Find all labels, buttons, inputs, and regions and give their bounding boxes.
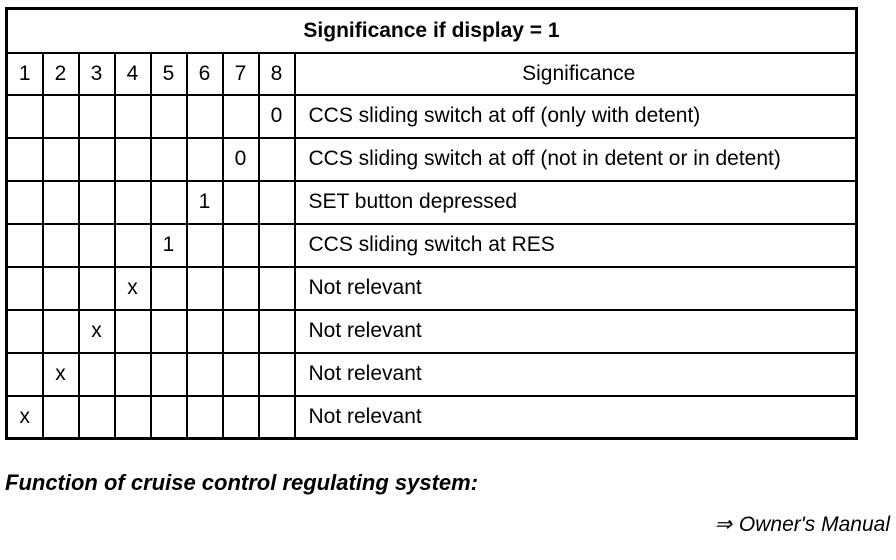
bit-cell: x xyxy=(77,308,116,354)
bit-cell xyxy=(41,265,80,311)
bit-cell xyxy=(5,351,44,397)
significance-cell: CCS sliding switch at off (not in detent… xyxy=(293,136,858,182)
bit-cell xyxy=(257,265,296,311)
table-row: x Not relevant xyxy=(5,265,858,311)
bit-cell xyxy=(77,179,116,225)
bit-cell xyxy=(113,136,152,182)
bit-header-2: 2 xyxy=(41,51,80,96)
bit-cell: 1 xyxy=(185,179,224,225)
bit-cell xyxy=(41,222,80,268)
bit-cell: x xyxy=(5,394,44,440)
bit-cell xyxy=(77,351,116,397)
bit-cell: 0 xyxy=(221,136,260,182)
bit-cell xyxy=(5,265,44,311)
significance-cell: Not relevant xyxy=(293,394,858,440)
bit-cell xyxy=(257,179,296,225)
table-title: Significance if display = 1 xyxy=(5,7,858,54)
bit-cell xyxy=(113,179,152,225)
double-arrow-icon: ⇒ xyxy=(714,513,732,536)
bit-cell xyxy=(149,265,188,311)
bit-cell xyxy=(41,394,80,440)
bit-cell xyxy=(257,222,296,268)
bit-header-4: 4 xyxy=(113,51,152,96)
bit-cell: 1 xyxy=(149,222,188,268)
significance-header: Significance xyxy=(293,51,858,96)
bit-cell: x xyxy=(113,265,152,311)
bit-cell xyxy=(77,93,116,139)
significance-cell: SET button depressed xyxy=(293,179,858,225)
bit-cell xyxy=(149,308,188,354)
bit-cell xyxy=(77,136,116,182)
bit-cell xyxy=(77,394,116,440)
bit-cell xyxy=(185,265,224,311)
bit-cell xyxy=(185,308,224,354)
bit-cell xyxy=(221,308,260,354)
bit-header-1: 1 xyxy=(5,51,44,96)
bit-cell xyxy=(5,222,44,268)
bit-cell xyxy=(149,394,188,440)
bit-cell xyxy=(185,93,224,139)
significance-cell: Not relevant xyxy=(293,265,858,311)
table-title-row: Significance if display = 1 xyxy=(5,7,858,54)
bit-cell xyxy=(77,222,116,268)
significance-cell: CCS sliding switch at RES xyxy=(293,222,858,268)
bit-cell xyxy=(77,265,116,311)
table-row: 0 CCS sliding switch at off (only with d… xyxy=(5,93,858,139)
bit-header-8: 8 xyxy=(257,51,296,96)
bit-cell xyxy=(113,351,152,397)
column-header-row: 1 2 3 4 5 6 7 8 Significance xyxy=(5,51,858,96)
bit-cell xyxy=(113,394,152,440)
bit-cell xyxy=(149,351,188,397)
table-row: x Not relevant xyxy=(5,308,858,354)
bit-cell xyxy=(5,308,44,354)
function-caption: Function of cruise control regulating sy… xyxy=(5,470,479,495)
bit-cell xyxy=(149,179,188,225)
bit-cell xyxy=(113,222,152,268)
bit-header-3: 3 xyxy=(77,51,116,96)
significance-cell: Not relevant xyxy=(293,308,858,354)
bit-cell xyxy=(185,351,224,397)
bit-cell xyxy=(185,222,224,268)
table-row: 0 CCS sliding switch at off (not in dete… xyxy=(5,136,858,182)
table-row: 1 SET button depressed xyxy=(5,179,858,225)
bit-cell xyxy=(221,179,260,225)
bit-cell xyxy=(257,351,296,397)
bit-cell: x xyxy=(41,351,80,397)
owners-manual-label: Owner's Manual xyxy=(738,513,890,536)
bit-cell xyxy=(41,179,80,225)
bit-cell xyxy=(149,136,188,182)
significance-table: Significance if display = 1 1 2 3 4 5 6 … xyxy=(5,7,858,440)
bit-cell xyxy=(41,136,80,182)
bit-cell xyxy=(185,136,224,182)
bit-cell xyxy=(257,394,296,440)
table-row: x Not relevant xyxy=(5,394,858,440)
bit-cell xyxy=(149,93,188,139)
bit-cell xyxy=(41,308,80,354)
bit-cell: 0 xyxy=(257,93,296,139)
bit-header-7: 7 xyxy=(221,51,260,96)
bit-cell xyxy=(221,394,260,440)
table-row: 1 CCS sliding switch at RES xyxy=(5,222,858,268)
bit-cell xyxy=(221,265,260,311)
bit-cell xyxy=(5,136,44,182)
bit-header-6: 6 xyxy=(185,51,224,96)
bit-cell xyxy=(257,136,296,182)
bit-cell xyxy=(221,93,260,139)
significance-cell: Not relevant xyxy=(293,351,858,397)
bit-cell xyxy=(41,93,80,139)
bit-cell xyxy=(221,222,260,268)
owners-manual-reference: ⇒ Owner's Manual xyxy=(714,512,890,537)
bit-cell xyxy=(113,93,152,139)
significance-cell: CCS sliding switch at off (only with det… xyxy=(293,93,858,139)
bit-header-5: 5 xyxy=(149,51,188,96)
bit-cell xyxy=(113,308,152,354)
table-row: x Not relevant xyxy=(5,351,858,397)
bit-cell xyxy=(257,308,296,354)
bit-cell xyxy=(185,394,224,440)
bit-cell xyxy=(221,351,260,397)
bit-cell xyxy=(5,93,44,139)
bit-cell xyxy=(5,179,44,225)
